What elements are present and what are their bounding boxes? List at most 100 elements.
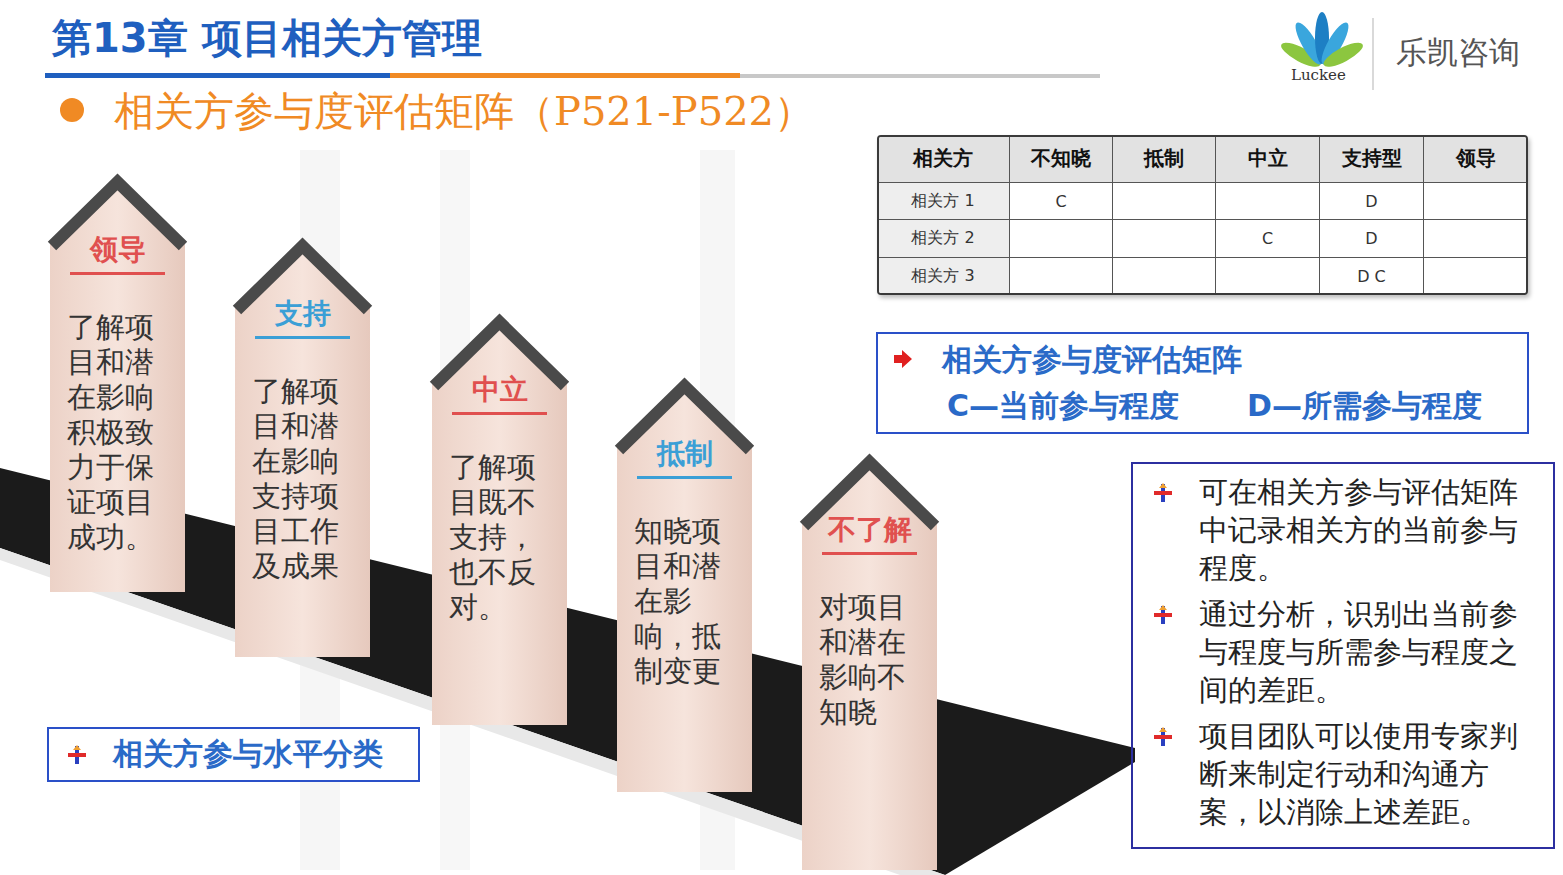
pillar-body bbox=[50, 180, 185, 592]
bullet-text: 可在相关方参与评估矩阵中记录相关方的当前参与程度。 bbox=[1199, 473, 1541, 587]
pillar-heading: 中立 bbox=[452, 372, 547, 408]
title-rule bbox=[390, 73, 740, 78]
pillar-body-text: 了解项目和潜在影响支持项目工作及成果 bbox=[252, 374, 356, 584]
table-cell bbox=[1113, 258, 1216, 295]
logo-text-wrap: Luckee bbox=[1291, 66, 1346, 84]
table-cell: 相关方 1 bbox=[877, 183, 1010, 220]
title-rule bbox=[740, 74, 1100, 78]
table-cell: D bbox=[1320, 183, 1424, 220]
logo-text: Luckee bbox=[1291, 66, 1346, 84]
pillar-body-wrap: 知晓项目和潜在影响，抵制变更 bbox=[634, 514, 738, 689]
table-cell bbox=[1113, 183, 1216, 220]
pillar-heading-rule: 支持 bbox=[255, 296, 350, 339]
table-cell: 领导 bbox=[1424, 135, 1528, 183]
table-header: 不知晓 bbox=[1031, 145, 1091, 172]
table-cell bbox=[1424, 220, 1528, 258]
engagement-pillar: 不了解对项目和潜在影响不知晓 bbox=[802, 452, 937, 870]
engagement-pillar: 中立了解项目既不支持，也不反对。 bbox=[432, 312, 567, 725]
table-cell: 相关方 3 bbox=[877, 258, 1010, 295]
table-header: 抵制 bbox=[1144, 145, 1184, 172]
table-header: 支持型 bbox=[1342, 145, 1402, 172]
pillar-body bbox=[617, 384, 752, 792]
table-cell bbox=[1216, 258, 1320, 295]
bullet-tip bbox=[1159, 727, 1167, 732]
pillar-body-wrap: 了解项目和潜在影响支持项目工作及成果 bbox=[252, 374, 356, 584]
title-wrap: 第13章 项目相关方管理 bbox=[52, 13, 482, 63]
bullet-bar bbox=[1154, 491, 1172, 495]
table-cell-text: D C bbox=[1357, 267, 1386, 286]
engagement-pillar: 抵制知晓项目和潜在影响，抵制变更 bbox=[617, 376, 752, 792]
table-cell: 相关方 2 bbox=[877, 220, 1010, 258]
pillar-heading-rule: 中立 bbox=[452, 372, 547, 415]
table-cell: D C bbox=[1320, 258, 1424, 295]
table-cell bbox=[1113, 220, 1216, 258]
table-cell: C bbox=[1216, 220, 1320, 258]
bullet-bar bbox=[1154, 735, 1172, 739]
pillar-body bbox=[432, 320, 567, 725]
bullet-row: 可在相关方参与评估矩阵中记录相关方的当前参与程度。 bbox=[1145, 473, 1541, 587]
bullet-bar bbox=[68, 753, 86, 757]
table-cell-text: C bbox=[1262, 229, 1273, 248]
bullet-tip bbox=[1159, 483, 1167, 488]
pillar-heading-rule: 领导 bbox=[70, 232, 165, 275]
company-name-wrap: 乐凯咨询 bbox=[1396, 32, 1520, 72]
red-arrow-icon bbox=[892, 348, 914, 370]
pillar-body-wrap: 了解项目和潜在影响积极致力于保证项目成功。 bbox=[67, 310, 171, 555]
table-cell: 不知晓 bbox=[1010, 135, 1113, 183]
bullet-text: 项目团队可以使用专家判断来制定行动和沟通方案，以消除上述差距。 bbox=[1199, 717, 1541, 831]
pillar-body-text: 了解项目和潜在影响积极致力于保证项目成功。 bbox=[67, 310, 171, 555]
category-box: 相关方参与水平分类 bbox=[47, 727, 420, 782]
table-cell bbox=[1216, 183, 1320, 220]
section-heading-wrap: 相关方参与度评估矩阵（P521-P522） bbox=[114, 86, 814, 136]
table-header: 中立 bbox=[1248, 145, 1288, 172]
pillar-body bbox=[235, 244, 370, 657]
pillar-heading-rule: 不了解 bbox=[822, 512, 917, 555]
explanation-box: 可在相关方参与评估矩阵中记录相关方的当前参与程度。通过分析，识别出当前参与程度与… bbox=[1131, 462, 1555, 849]
key-title-wrap: 相关方参与度评估矩阵 bbox=[942, 340, 1242, 380]
key-item: C—当前参与程度 bbox=[947, 386, 1179, 426]
table-cell bbox=[1010, 258, 1113, 295]
matrix-table: 相关方 不知晓 抵制 中立 支持型 领导相关方 1 C D 相关方 2 C D 相关方 3 D C bbox=[877, 135, 1528, 295]
bullet-bar bbox=[1154, 613, 1172, 617]
bullet-icon bbox=[67, 745, 87, 765]
table-cell: 支持型 bbox=[1320, 135, 1424, 183]
bullet-tip bbox=[73, 745, 81, 750]
bullet-icon bbox=[1153, 727, 1173, 747]
company-name: 乐凯咨询 bbox=[1396, 32, 1520, 72]
category-text: 相关方参与水平分类 bbox=[113, 734, 383, 774]
pillar-body-wrap: 了解项目既不支持，也不反对。 bbox=[449, 450, 553, 625]
pillar-body-wrap: 对项目和潜在影响不知晓 bbox=[819, 590, 923, 730]
pillar-heading: 领导 bbox=[70, 232, 165, 268]
pillar-heading-rule: 抵制 bbox=[637, 436, 732, 479]
table-cell: D bbox=[1320, 220, 1424, 258]
table-cell-text: D bbox=[1365, 229, 1377, 248]
table-cell bbox=[1424, 258, 1528, 295]
table-header: 领导 bbox=[1456, 145, 1496, 172]
pillar-body-text: 对项目和潜在影响不知晓 bbox=[819, 590, 923, 730]
key-title: 相关方参与度评估矩阵 bbox=[942, 340, 1242, 380]
bullet-row: 项目团队可以使用专家判断来制定行动和沟通方案，以消除上述差距。 bbox=[1145, 717, 1541, 831]
pillar-heading: 抵制 bbox=[637, 436, 732, 472]
table-cell: C bbox=[1010, 183, 1113, 220]
table-cell-text: C bbox=[1055, 192, 1066, 211]
pillar-heading: 支持 bbox=[255, 296, 350, 332]
logo-icon bbox=[1278, 12, 1366, 71]
pillar-body-text: 了解项目既不支持，也不反对。 bbox=[449, 450, 553, 625]
key-item-wrap: C—当前参与程度 bbox=[947, 386, 1179, 426]
table-header: 相关方 bbox=[913, 145, 973, 172]
table-cell-text: D bbox=[1365, 192, 1377, 211]
logo-separator bbox=[1372, 18, 1374, 90]
table-cell: 中立 bbox=[1216, 135, 1320, 183]
table-cell bbox=[1424, 183, 1528, 220]
category-text-wrap: 相关方参与水平分类 bbox=[113, 734, 383, 774]
engagement-pillar: 支持了解项目和潜在影响支持项目工作及成果 bbox=[235, 236, 370, 657]
table-cell: 抵制 bbox=[1113, 135, 1216, 183]
key-item: D—所需参与程度 bbox=[1247, 386, 1482, 426]
key-item-wrap: D—所需参与程度 bbox=[1247, 386, 1482, 426]
bullet-icon bbox=[1153, 605, 1173, 625]
matrix-key-box: 相关方参与度评估矩阵 C—当前参与程度 D—所需参与程度 bbox=[876, 332, 1529, 434]
pillar-heading: 不了解 bbox=[822, 512, 917, 548]
slide-title: 第13章 项目相关方管理 bbox=[52, 13, 482, 63]
bullet-row: 通过分析，识别出当前参与程度与所需参与程度之间的差距。 bbox=[1145, 595, 1541, 709]
